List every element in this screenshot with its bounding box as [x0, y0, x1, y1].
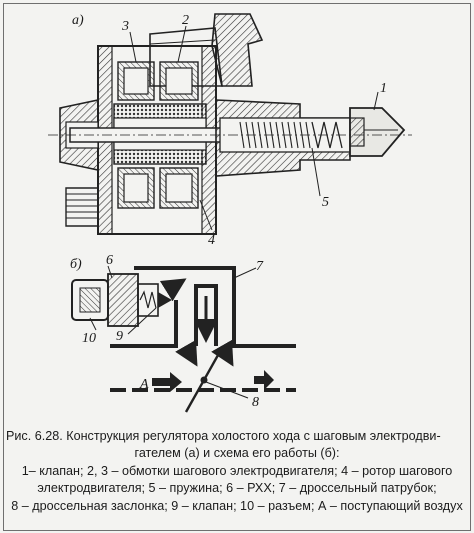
- callout-5: 5: [322, 195, 329, 210]
- callout-8: 8: [252, 395, 259, 410]
- image-border: [3, 3, 471, 531]
- technical-figure: а) 3 2 1 5 4: [48, 13, 412, 413]
- caption-line-3: 1– клапан; 2, 3 – обмотки шагового элект…: [21, 463, 453, 478]
- callout-2: 2: [182, 13, 189, 28]
- part-b-label: б): [70, 257, 82, 272]
- caption-line-5: 8 – дроссельная заслонка; 9 – клапан; 10…: [11, 498, 463, 513]
- caption-line-1: Рис. 6.28. Конструкция регулятора холост…: [6, 429, 441, 443]
- callout-3: 3: [121, 19, 129, 34]
- callout-a-air: A: [139, 377, 149, 392]
- callout-4: 4: [208, 233, 215, 248]
- drawing-a: [48, 13, 412, 235]
- part-a-label: а): [72, 13, 84, 28]
- callout-10: 10: [82, 331, 96, 346]
- figure-caption: Рис. 6.28. Конструкция регулятора холост…: [6, 428, 468, 515]
- callout-1: 1: [380, 81, 387, 96]
- callout-6: 6: [106, 253, 113, 268]
- drawing-b: [71, 265, 296, 413]
- caption-line-2: гателем (а) и схема его работы (б):: [134, 446, 340, 461]
- caption-line-4: электродвигателя; 5 – пружина; 6 – РХХ; …: [37, 481, 437, 496]
- callout-7: 7: [256, 259, 264, 274]
- callout-9: 9: [116, 329, 123, 344]
